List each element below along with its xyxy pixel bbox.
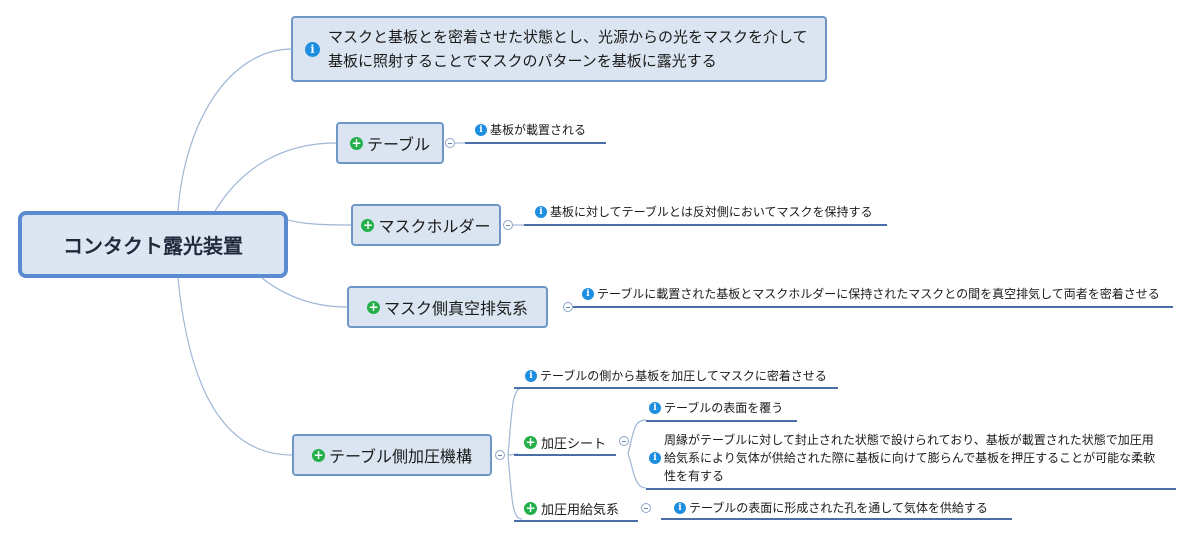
info-icon: i (674, 501, 686, 514)
mask-vacuum-note-text: テーブルに載置された基板とマスクホルダーに保持されたマスクとの間を真空排気して両… (597, 287, 1160, 301)
pressing-note: i テーブルの側から基板を加圧してマスクに密着させる (525, 367, 827, 384)
sheet-note-1: i テーブルの表面を覆う (649, 399, 783, 416)
collapse-toggle-icon[interactable] (503, 220, 513, 230)
link-supply (507, 454, 523, 520)
central-topic[interactable]: コンタクト露光装置 (18, 211, 288, 278)
collapse-toggle-icon[interactable] (563, 302, 573, 312)
link-mask-vacuum (261, 277, 348, 308)
collapse-toggle-icon[interactable] (495, 450, 505, 460)
collapse-toggle-icon[interactable] (641, 503, 651, 513)
link-pressing (177, 277, 293, 456)
info-icon: i (475, 123, 487, 136)
link-table (214, 142, 337, 212)
expand-plus-icon: + (361, 217, 375, 232)
central-topic-label: コンタクト露光装置 (63, 234, 243, 258)
topic-pressing-mechanism[interactable]: + テーブル側加圧機構 (292, 434, 492, 476)
overview-note-text: マスクと基板とを密着させた状態とし、光源からの光をマスクを介して基板に照射するこ… (328, 28, 808, 70)
link-sheet-note2 (627, 453, 647, 489)
topic-mask-holder-label: マスクホルダー (378, 217, 491, 236)
pressing-sheet-label: 加圧シート (541, 437, 607, 452)
expand-plus-icon: + (524, 435, 537, 449)
mask-vacuum-note: i テーブルに載置された基板とマスクホルダーに保持されたマスクとの間を真空排気し… (582, 285, 1160, 302)
info-icon: i (582, 287, 594, 300)
link-sheet-note1 (627, 419, 647, 455)
table-note: i 基板が載置される (475, 121, 586, 138)
topic-mask-vacuum-label: マスク側真空排気系 (383, 299, 528, 318)
expand-plus-icon: + (311, 447, 325, 462)
pressure-supply-label: 加圧用給気系 (541, 503, 620, 518)
pressing-note-text: テーブルの側から基板を加圧してマスクに密着させる (540, 369, 827, 383)
supply-note-text: テーブルの表面に形成された孔を通して気体を供給する (689, 501, 988, 515)
info-icon: i (535, 205, 547, 218)
subtopic-pressing-sheet[interactable]: + 加圧シート (524, 433, 606, 452)
topic-table-label: テーブル (366, 135, 431, 154)
mask-holder-note: i 基板に対してテーブルとは反対側においてマスクを保持する (535, 203, 873, 220)
overview-note[interactable]: i マスクと基板とを密着させた状態とし、光源からの光をマスクを介して基板に照射す… (291, 16, 827, 82)
collapse-toggle-icon[interactable] (619, 436, 629, 446)
topic-mask-holder[interactable]: + マスクホルダー (351, 204, 501, 246)
topic-table[interactable]: + テーブル (336, 122, 444, 164)
link-note (177, 48, 292, 212)
topic-pressing-label: テーブル側加圧機構 (328, 447, 473, 466)
sheet-note-2-text: 周縁がテーブルに対して封止された状態で設けられており、基板が載置された状態で加圧… (664, 433, 1156, 483)
sheet-note-1-text: テーブルの表面を覆う (664, 401, 784, 415)
expand-plus-icon: + (524, 501, 537, 515)
info-icon: i (305, 41, 320, 57)
expand-plus-icon: + (366, 299, 380, 314)
supply-note: i テーブルの表面に形成された孔を通して気体を供給する (674, 499, 988, 516)
mask-holder-note-text: 基板に対してテーブルとは反対側においてマスクを保持する (550, 205, 873, 219)
table-note-text: 基板が載置される (490, 123, 587, 137)
info-icon: i (649, 452, 661, 464)
link-pressing-note (507, 387, 523, 456)
topic-mask-vacuum[interactable]: + マスク側真空排気系 (347, 286, 548, 328)
expand-plus-icon: + (349, 135, 363, 150)
sheet-note-2: i 周縁がテーブルに対して封止された状態で設けられており、基板が載置された状態で… (649, 431, 1159, 485)
info-icon: i (649, 401, 661, 414)
subtopic-pressure-supply[interactable]: + 加圧用給気系 (524, 499, 619, 518)
collapse-toggle-icon[interactable] (445, 138, 455, 148)
info-icon: i (525, 369, 537, 382)
